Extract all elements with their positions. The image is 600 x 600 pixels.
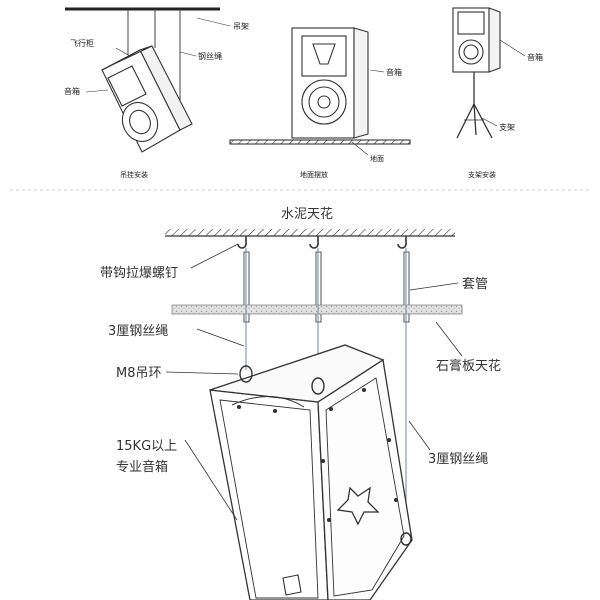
stand-installation-figure: 音箱 支架 支架安装 bbox=[452, 7, 543, 179]
stand-speaker-label: 音箱 bbox=[527, 52, 543, 62]
bracket-label: 飞行柜 bbox=[70, 38, 94, 48]
hanging-speaker bbox=[101, 45, 193, 153]
ground-label: 地面 bbox=[370, 154, 384, 163]
bottom-panel: 水泥天花 bbox=[100, 206, 501, 600]
leader-lines bbox=[165, 243, 463, 521]
floor-caption: 地面摆放 bbox=[300, 170, 328, 179]
gypsum-label: 石膏板天花 bbox=[436, 358, 501, 374]
wire-right-label: 3厘钢丝绳 bbox=[428, 452, 488, 467]
rack-label: 吊架 bbox=[233, 22, 249, 31]
speaker-label-line2: 专业音箱 bbox=[116, 459, 168, 475]
hook-bolts bbox=[237, 236, 407, 249]
stand-caption: 支架安装 bbox=[468, 170, 496, 179]
gypsum-board bbox=[171, 304, 463, 315]
ceiling-label: 水泥天花 bbox=[281, 206, 333, 222]
top-panel: 吊架 飞行柜 钢丝绳 音箱 吊挂安装 音箱 地面 地面摆放 bbox=[64, 7, 543, 179]
m8-rings bbox=[239, 365, 412, 546]
concrete-ceiling bbox=[165, 229, 455, 236]
ground-line bbox=[229, 139, 411, 145]
professional-speaker bbox=[209, 344, 413, 600]
hanging-speaker-label: 音箱 bbox=[64, 86, 80, 96]
floor-speaker bbox=[291, 27, 369, 139]
stand-label: 支架 bbox=[499, 122, 515, 132]
speaker-label-line1: 15KG以上 bbox=[116, 439, 177, 454]
ring-label: M8吊环 bbox=[116, 366, 162, 381]
hanging-caption: 吊挂安装 bbox=[120, 170, 148, 179]
floor-placement-figure: 音箱 地面 地面摆放 bbox=[229, 27, 411, 179]
wire-label: 钢丝绳 bbox=[198, 51, 222, 61]
tripod-stand bbox=[456, 72, 493, 139]
wire-left-label: 3厘钢丝绳 bbox=[108, 324, 168, 339]
hanging-installation-figure: 吊架 飞行柜 钢丝绳 音箱 吊挂安装 bbox=[64, 7, 249, 179]
hook-bolt-label: 带钩拉爆螺钉 bbox=[100, 266, 178, 281]
stand-speaker bbox=[452, 7, 501, 73]
sleeve-label: 套管 bbox=[462, 276, 488, 292]
floor-speaker-label: 音箱 bbox=[386, 67, 402, 77]
